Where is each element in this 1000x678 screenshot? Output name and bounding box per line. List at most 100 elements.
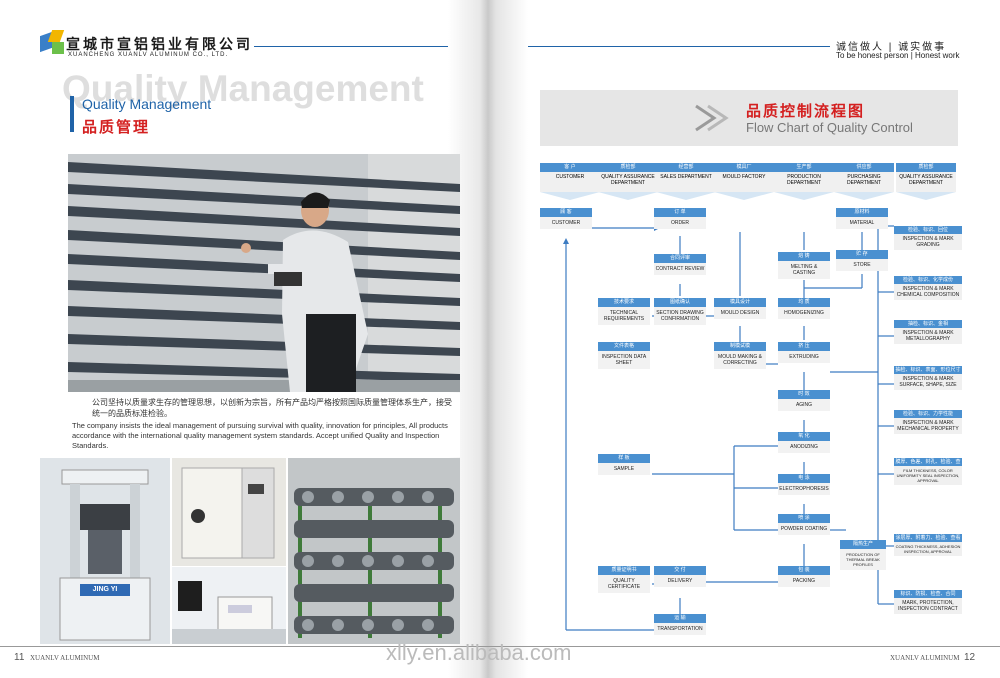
- node-label-en: ELECTROPHORESIS: [778, 483, 830, 495]
- down-chevron-icon: [540, 192, 600, 200]
- flowchart-title-cn: 品质控制流程图: [746, 103, 866, 120]
- node-label-en: STORE: [836, 259, 888, 271]
- node-label-en: ORDER: [654, 217, 706, 229]
- inspection-label-en: INSPECTION & MARK CHEMICAL COMPOSITION: [894, 284, 962, 300]
- column-qa-1: 质检部 QUALITY ASSURANCE DEPARTMENT: [598, 163, 658, 200]
- ghost-title: Quality Management: [62, 68, 424, 109]
- down-chevron-icon: [774, 192, 834, 200]
- node-label-cn: 合同评审: [654, 254, 706, 263]
- flowchart-header: [540, 90, 958, 146]
- page-number-right: 12: [964, 652, 976, 663]
- inspection-label-cn: 检验、标识、回位: [894, 226, 962, 234]
- inspection-label-cn: 抽检、标识、金相: [894, 320, 962, 328]
- node-label-cn: 均 质: [778, 298, 830, 307]
- title-accent-bar: [70, 96, 74, 132]
- node-label-cn: 样 板: [598, 454, 650, 463]
- column-sales: 经营部 SALES DEPARTMENT: [656, 163, 716, 200]
- node-label-en: MOULD DESIGN: [714, 307, 766, 319]
- inspection-label-en: COATING THICKNESS, ADHESION INSPECTION, …: [894, 542, 962, 556]
- node-label-cn: 原材料: [836, 208, 888, 217]
- node-label-cn: 氧 化: [778, 432, 830, 441]
- inspection-label-en: INSPECTION & MARK GRADING: [894, 234, 962, 250]
- inspection-label-cn: 检验、标识、力学性能: [894, 410, 962, 418]
- node-label-cn: 时 效: [778, 390, 830, 399]
- node-label-cn: 制模试模: [714, 342, 766, 351]
- node-label-en: QUALITY CERTIFICATE: [598, 575, 650, 593]
- header-rule-right: [528, 46, 830, 47]
- column-label-en: PURCHASING DEPARTMENT: [834, 172, 894, 192]
- column-label-cn: 经营部: [656, 163, 716, 172]
- column-qa-2: 质检部 QUALITY ASSURANCE DEPARTMENT: [896, 163, 956, 200]
- node-label-en: SECTION DRAWING CONFIRMATION: [654, 307, 706, 325]
- column-production: 生产部 PRODUCTION DEPARTMENT: [774, 163, 834, 200]
- column-label-en: QUALITY ASSURANCE DEPARTMENT: [896, 172, 956, 192]
- node-label-cn: 电 泳: [778, 474, 830, 483]
- node-label-cn: 技术要求: [598, 298, 650, 307]
- inspection-label-cn: 抽检、标识、表面、形位尺寸: [894, 366, 962, 374]
- node-label-cn: 顾 客: [540, 208, 592, 217]
- node-label-en: TECHNICAL REQUIREMENTS: [598, 307, 650, 325]
- footer-brand-left: XUANLV ALUMINUM: [30, 654, 100, 662]
- description-cn: 公司坚持以质量求生存的管理思想，以创新为宗旨，所有产品均严格按照国际质量管理体系…: [92, 398, 452, 418]
- page-gutter: [448, 0, 528, 678]
- column-label-cn: 供应部: [834, 163, 894, 172]
- oven-photo: [172, 458, 286, 566]
- node-label-cn: 包 装: [778, 566, 830, 575]
- company-logo-icon: [38, 28, 66, 56]
- node-label-cn: 模具设计: [714, 298, 766, 307]
- inspection-label-cn: 涂层厚、附着力、检验、查看: [894, 534, 962, 542]
- column-label-en: MOULD FACTORY: [714, 172, 774, 192]
- company-name-cn: 宣城市宣铝铝业有限公司: [66, 36, 253, 52]
- slogan-en: To be honest person | Honest work: [836, 51, 960, 60]
- inspection-label-en: INSPECTION & MARK METALLOGRAPHY: [894, 328, 962, 344]
- node-label-en: HOMOGENIZING: [778, 307, 830, 319]
- slogan-cn: 诚信做人 | 诚实做事: [836, 42, 947, 53]
- double-arrow-icon: [692, 98, 732, 138]
- description-en: The company insists the ideal management…: [72, 421, 448, 450]
- node-label-en: EXTRUDING: [778, 351, 830, 363]
- node-label-en: CUSTOMER: [540, 217, 592, 229]
- footer-brand-right: XUANLV ALUMINUM: [890, 654, 960, 662]
- header-rule-left: [254, 46, 448, 47]
- machine-label: JING YI: [80, 584, 130, 596]
- node-label-cn: 文件表格: [598, 342, 650, 351]
- node-label-en: MATERIAL: [836, 217, 888, 229]
- node-label-en: TRANSPORTATION: [654, 623, 706, 635]
- node-label-cn: 喷 涂: [778, 514, 830, 523]
- column-purchasing: 供应部 PURCHASING DEPARTMENT: [834, 163, 894, 200]
- column-label-en: QUALITY ASSURANCE DEPARTMENT: [598, 172, 658, 192]
- node-label-cn: 质量证明书: [598, 566, 650, 575]
- inspection-label-en: MARK, PROTECTION, INSPECTION CONTRACT: [894, 598, 962, 614]
- column-label-en: CUSTOMER: [540, 172, 600, 192]
- column-label-en: PRODUCTION DEPARTMENT: [774, 172, 834, 192]
- node-label-en: POWDER COATING: [778, 523, 830, 535]
- inspection-label-cn: 膜厚、色差、封孔、检验、查看: [894, 458, 962, 473]
- node-label-cn: 熔 铸: [778, 252, 830, 261]
- inspection-label-en: INSPECTION & MARK MECHANICAL PROPERTY: [894, 418, 962, 434]
- column-customer: 客 户 CUSTOMER: [540, 163, 600, 200]
- column-label-en: SALES DEPARTMENT: [656, 172, 716, 192]
- node-label-cn: 订 单: [654, 208, 706, 217]
- down-chevron-icon: [656, 192, 716, 200]
- column-mould: 模具厂 MOULD FACTORY: [714, 163, 774, 200]
- column-label-cn: 模具厂: [714, 163, 774, 172]
- section-title-cn: 品质管理: [82, 119, 151, 136]
- down-chevron-icon: [896, 192, 956, 200]
